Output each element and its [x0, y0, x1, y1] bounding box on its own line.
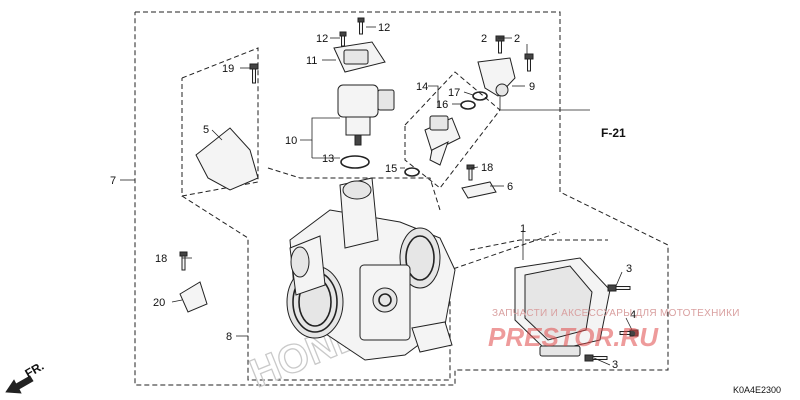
screw-12a — [357, 17, 365, 35]
callout-12a: 12 — [378, 22, 390, 34]
callout-17: 17 — [448, 87, 460, 99]
bolt-3a — [607, 284, 631, 292]
callout-16: 16 — [436, 99, 448, 111]
ecu-outline — [469, 239, 608, 251]
watermark-tagline: ЗАПЧАСТИ И АКСЕССУАРЫ ДЛЯ МОТОТЕХНИКИ — [492, 308, 740, 319]
leader-lines — [120, 26, 633, 366]
seal-17 — [472, 91, 488, 101]
assembly-outline-8 — [181, 47, 259, 197]
assembly-outline-7 — [134, 11, 669, 386]
sensor-assembly — [337, 84, 395, 169]
front-arrow-icon — [5, 375, 34, 394]
callout-9: 9 — [529, 81, 535, 93]
sensor-outline — [267, 167, 441, 211]
bolt-19 — [249, 63, 259, 84]
seal-16 — [460, 100, 476, 110]
assembly-outline-inner — [181, 195, 561, 381]
callout-11: 11 — [306, 55, 317, 67]
screw-18b — [179, 251, 188, 271]
control-unit — [514, 257, 611, 357]
callout-6: 6 — [507, 181, 513, 193]
direction-label: FR. — [23, 359, 47, 381]
callout-14: 14 — [416, 81, 428, 93]
bracket-6 — [461, 181, 497, 199]
callout-12b: 12 — [316, 33, 328, 45]
callout-1: 1 — [520, 223, 526, 235]
gasket — [411, 321, 453, 353]
diagram-code: K0A4E2300 — [733, 385, 781, 395]
callout-2b: 2 — [514, 33, 520, 45]
callout-7: 7 — [110, 175, 116, 187]
callout-13: 13 — [322, 153, 334, 165]
o-ring-13 — [340, 155, 370, 169]
callout-3a: 3 — [626, 263, 632, 275]
screw-18a — [466, 164, 475, 181]
direction-arrow: FR. — [5, 359, 47, 394]
cover-plate — [333, 41, 386, 73]
callout-20: 20 — [153, 297, 165, 309]
shop-watermark: ЗАПЧАСТИ И АКСЕССУАРЫ ДЛЯ МОТОТЕХНИКИ PR… — [488, 308, 740, 352]
callout-4: 4 — [630, 309, 636, 321]
callout-8: 8 — [226, 331, 232, 343]
callout-10: 10 — [285, 135, 297, 147]
bolt-3b — [584, 354, 608, 362]
screw-12b — [339, 31, 347, 47]
callout-3b: 3 — [612, 359, 618, 371]
callout-18b: 18 — [155, 253, 167, 265]
callout-5: 5 — [203, 124, 209, 136]
callout-19: 19 — [222, 63, 234, 75]
watermark-logo: PRESTOR.RU — [488, 322, 659, 352]
callout-18a: 18 — [481, 162, 493, 174]
fuel-joint — [477, 57, 516, 97]
callout-15: 15 — [385, 163, 397, 175]
seal-15 — [404, 167, 420, 177]
bracket-5 — [195, 127, 259, 191]
callout-2a: 2 — [481, 33, 487, 45]
throttle-body — [286, 177, 456, 361]
bolt-2a — [495, 35, 505, 54]
injector-group-outline — [404, 71, 501, 189]
bracket-20 — [179, 281, 208, 313]
bolt-4 — [619, 329, 639, 337]
bolt-2b — [524, 53, 534, 72]
reference-label: F-21 — [601, 126, 626, 140]
injector — [424, 115, 461, 166]
